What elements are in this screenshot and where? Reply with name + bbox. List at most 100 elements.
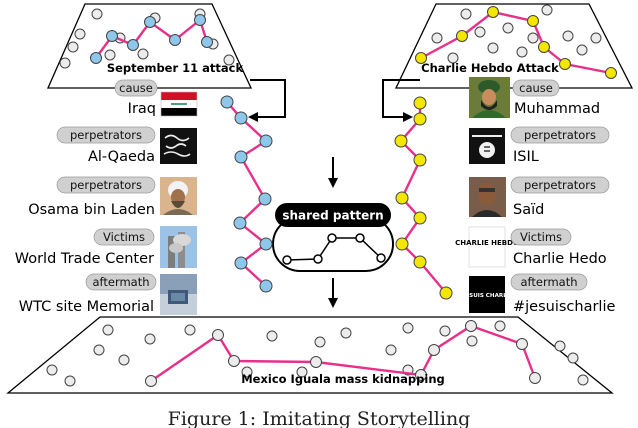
chain-node (234, 150, 248, 164)
role-tag-bg (114, 79, 158, 97)
role-tag: Victims (103, 230, 145, 244)
right-role-row: perpetrators ISIL (469, 126, 610, 165)
story-node (605, 67, 617, 79)
story-node (194, 14, 206, 26)
role-tag-bg (510, 176, 610, 194)
isil-flag-icon (469, 128, 505, 164)
role-tag: perpetrators (524, 128, 596, 142)
role-entity: ISIL (513, 149, 539, 165)
empty-node (137, 48, 149, 60)
empty-node (554, 340, 566, 352)
right-panel-nodes (415, 4, 617, 79)
chain-node (394, 134, 408, 148)
portrait-photo-icon (469, 177, 506, 217)
figure-caption: Figure 1: Imitating Storytelling (167, 408, 471, 428)
role-entity: Charlie Hedo (513, 251, 607, 267)
role-entity: World Trade Center (15, 251, 154, 267)
portrait-photo-icon (160, 177, 197, 215)
chain-node (259, 134, 273, 148)
story-node (538, 41, 550, 53)
story-node (106, 30, 118, 42)
bottom-story-panel: Mexico Iguala mass kidnapping (6, 316, 614, 394)
charlie-hebdo-logo-icon: CHARLIE HEBDO (455, 226, 519, 268)
empty-node (102, 324, 114, 336)
story-node (127, 39, 139, 51)
empty-node (314, 336, 326, 348)
role-tag-bg (56, 126, 156, 144)
role-tag: perpetrators (524, 178, 596, 192)
right-role-row: JE SUIS CHARLIE aftermath #jesuischarlie (460, 273, 615, 315)
empty-node (541, 4, 553, 16)
iraq-flag-icon (160, 91, 198, 117)
empty-node (577, 374, 589, 386)
story-node (415, 369, 427, 381)
memorial-photo-icon (160, 274, 197, 315)
left-role-row: Victims World Trade Center (15, 226, 197, 268)
empty-node (104, 49, 116, 61)
portrait-painting-icon (469, 77, 510, 118)
chain-node (233, 216, 247, 230)
story-node (144, 16, 156, 28)
story-node (201, 36, 213, 48)
chain-node (413, 96, 427, 110)
right-roles: cause Muhammad perpetrators ISIL (455, 77, 615, 315)
chain-node (413, 112, 427, 126)
chain-node (395, 191, 409, 205)
role-tag: perpetrators (70, 128, 142, 142)
chain-node (234, 111, 248, 125)
empty-node (431, 32, 443, 44)
story-node (169, 34, 181, 46)
role-entity: Al-Qaeda (88, 149, 155, 165)
empty-node (93, 344, 105, 356)
empty-node (466, 335, 478, 347)
empty-node (46, 364, 58, 376)
left-roles: cause Iraq perpetrators Al-Qaeda perpetr… (15, 79, 198, 315)
story-node (465, 320, 477, 332)
bottom-story-title: Mexico Iguala mass kidnapping (241, 372, 445, 386)
role-tag: Victims (520, 230, 562, 244)
role-entity: WTC site Memorial (19, 299, 154, 315)
chain-node (258, 192, 272, 206)
chain-path (226, 101, 268, 287)
chain-node (395, 237, 409, 251)
story-node (516, 338, 528, 350)
empty-node (562, 30, 574, 42)
left-to-chain-arrow (248, 79, 286, 122)
empty-node (296, 366, 308, 378)
right-role-row: CHARLIE HEBDO Victims Charlie Hedo (455, 226, 607, 268)
svg-text:JE SUIS CHARLIE: JE SUIS CHARLIE (460, 293, 513, 299)
story-node (228, 355, 240, 367)
role-tag: cause (519, 81, 553, 95)
empty-node (402, 322, 414, 334)
role-tag-bg (512, 79, 560, 97)
right-panel-shape (394, 3, 634, 89)
chain-node (413, 255, 427, 269)
story-node (145, 375, 157, 387)
empty-node (567, 352, 579, 364)
left-story-chain (220, 95, 273, 293)
role-entity: Muhammad (514, 101, 600, 117)
chain-node (259, 237, 273, 251)
connector-arrows (248, 79, 420, 308)
empty-node (502, 22, 514, 34)
al-qaeda-flag-icon (160, 128, 197, 164)
role-entity: Iraq (128, 101, 156, 117)
role-entity: Osama bin Laden (28, 202, 155, 218)
role-tag: perpetrators (70, 178, 142, 192)
shared-pattern-label-bg (275, 203, 391, 227)
right-role-row: cause Muhammad (469, 77, 600, 118)
story-node (415, 52, 427, 64)
empty-node (576, 44, 588, 56)
empty-node (184, 324, 196, 336)
pattern-node (327, 233, 337, 243)
empty-node (590, 32, 602, 44)
left-story-title: September 11 attack (107, 61, 244, 75)
shared-pattern-label: shared pattern (282, 209, 383, 223)
chain-node (220, 95, 234, 109)
role-tag-bg (510, 273, 588, 291)
left-story-panel: September 11 attack (47, 3, 253, 89)
empty-node (64, 375, 76, 387)
right-role-row: perpetrators Saïd (469, 176, 610, 218)
left-role-row: perpetrators Al-Qaeda (56, 126, 197, 165)
